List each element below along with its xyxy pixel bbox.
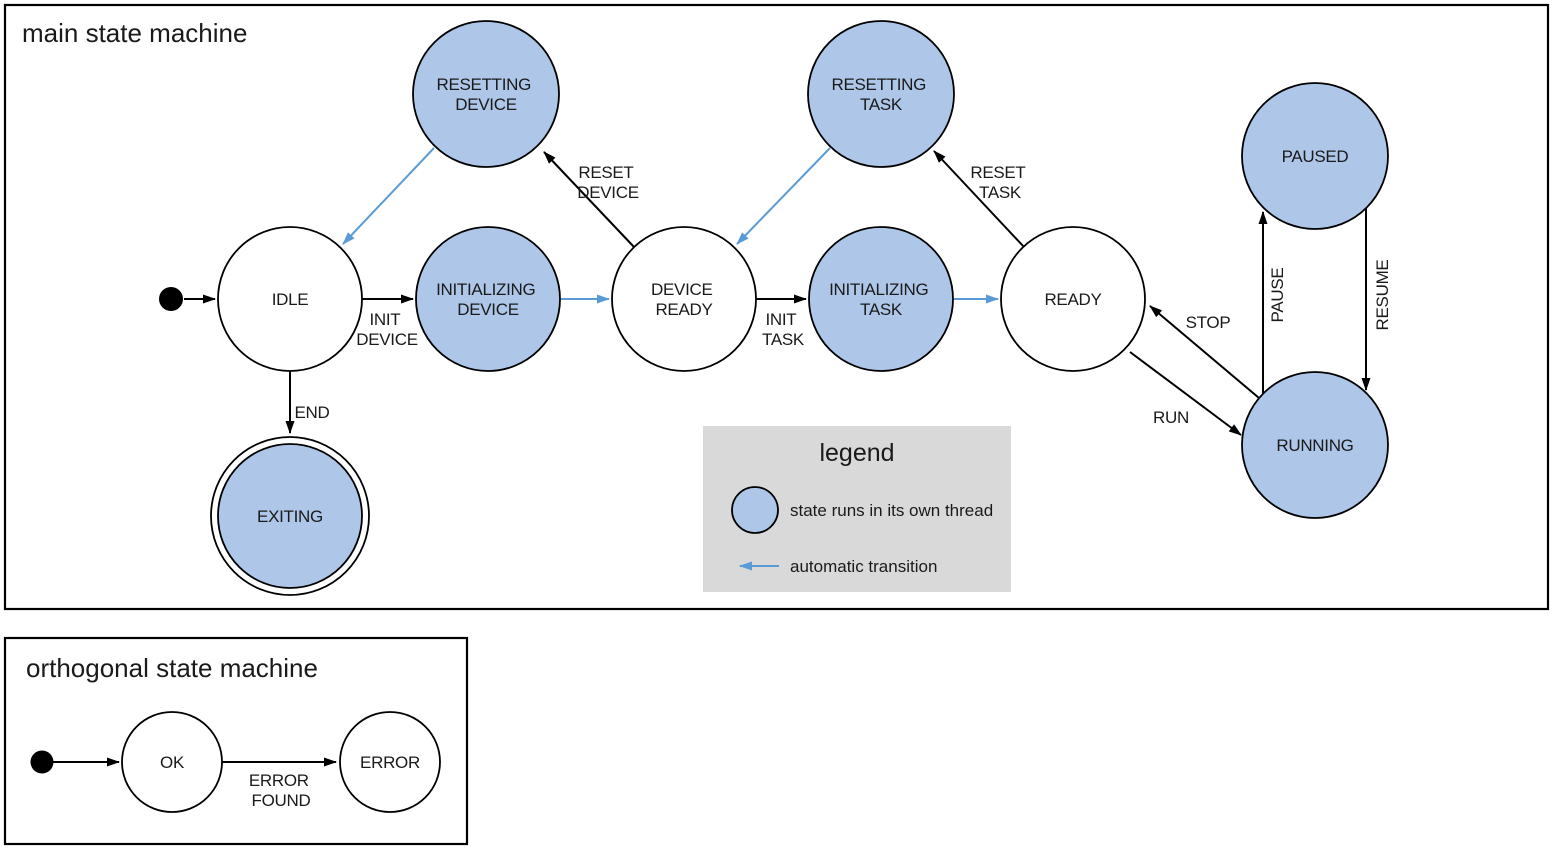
transition-label: RESUME xyxy=(1373,260,1392,331)
arrow-line xyxy=(933,150,1025,248)
transition-init-device: INIT DEVICE xyxy=(356,294,418,349)
state-label: IDLE xyxy=(272,290,309,309)
legend-threaded-label: state runs in its own thread xyxy=(790,501,993,520)
state-error: ERROR xyxy=(339,711,441,813)
transition-label: ERROR FOUND xyxy=(249,771,313,810)
initial-state-dot xyxy=(30,750,54,774)
transition-end: END xyxy=(285,371,330,434)
main-machine-frame xyxy=(3,3,1550,611)
arrow-line xyxy=(1149,305,1260,399)
state-label: READY xyxy=(1044,290,1101,309)
state-circle xyxy=(1241,371,1389,519)
state-initializing-task: INITIALIZING TASK xyxy=(808,226,954,372)
state-label: RUNNING xyxy=(1276,436,1353,455)
transition-error-found: ERROR FOUND xyxy=(222,757,337,810)
state-resetting-task: RESETTING TASK xyxy=(807,20,955,168)
arrow-line xyxy=(1129,351,1242,436)
orthogonal-machine-title: orthogonal state machine xyxy=(26,653,318,683)
state-label: OK xyxy=(160,753,185,772)
state-idle: IDLE xyxy=(217,226,363,372)
state-circle xyxy=(1000,226,1146,372)
transition-init-task: INIT TASK xyxy=(756,294,807,349)
transition-pause: PAUSE xyxy=(1258,211,1287,394)
state-circle xyxy=(217,443,363,589)
state-circle xyxy=(121,711,223,813)
state-label: INITIALIZING DEVICE xyxy=(436,280,540,319)
transition-label: STOP xyxy=(1186,313,1231,332)
transition-label: RESET DEVICE xyxy=(577,163,639,202)
state-label: EXITING xyxy=(257,507,323,526)
initial-state-dot xyxy=(159,287,183,311)
state-label: DEVICE READY xyxy=(651,280,717,319)
transition-resume: RESUME xyxy=(1361,208,1392,391)
state-circle xyxy=(412,20,560,168)
auto-arrow-line xyxy=(736,147,831,245)
state-circle xyxy=(415,226,561,372)
state-circle xyxy=(217,226,363,372)
transition-label: RESET TASK xyxy=(970,163,1029,202)
state-label: PAUSED xyxy=(1282,147,1349,166)
state-resetting-device: RESETTING DEVICE xyxy=(412,20,560,168)
state-label: ERROR xyxy=(360,753,420,772)
orthogonal-state-machine: orthogonal state machine ERROR FOUND OK … xyxy=(3,636,469,846)
transition-stop: STOP xyxy=(1149,305,1260,399)
orthogonal-machine-frame xyxy=(3,636,469,846)
state-label: RESETTING TASK xyxy=(831,75,930,114)
transition-label: INIT TASK xyxy=(762,310,805,349)
state-ok: OK xyxy=(121,711,223,813)
legend-panel: legend state runs in its own thread auto… xyxy=(703,426,1011,592)
state-circle xyxy=(611,226,757,372)
main-state-machine: main state machine INIT DEVICE INIT TASK xyxy=(3,3,1550,611)
state-circle xyxy=(339,711,441,813)
transition-auto-resettask-to-deviceready xyxy=(736,147,831,245)
state-device-ready: DEVICE READY xyxy=(611,226,757,372)
legend-auto-label: automatic transition xyxy=(790,557,937,576)
state-exiting-final: EXITING xyxy=(210,436,370,596)
state-label: INITIALIZING TASK xyxy=(829,280,933,319)
transition-label: RUN xyxy=(1153,408,1189,427)
state-circle xyxy=(808,226,954,372)
state-paused: PAUSED xyxy=(1241,82,1389,230)
legend-threaded-state-icon xyxy=(731,486,779,534)
state-circle xyxy=(1241,82,1389,230)
main-machine-title: main state machine xyxy=(22,18,247,48)
transition-label: END xyxy=(295,403,330,422)
arrow-line xyxy=(543,151,635,248)
state-running: RUNNING xyxy=(1241,371,1389,519)
state-initializing-device: INITIALIZING DEVICE xyxy=(415,226,561,372)
auto-arrow-line xyxy=(342,147,435,245)
transition-label: INIT DEVICE xyxy=(356,310,418,349)
transition-reset-task: RESET TASK xyxy=(933,150,1029,248)
transition-auto-resetdev-to-idle xyxy=(342,147,435,245)
transition-label: PAUSE xyxy=(1268,268,1287,323)
transition-run: RUN xyxy=(1129,351,1242,436)
transition-reset-device: RESET DEVICE xyxy=(543,151,639,248)
state-label: RESETTING DEVICE xyxy=(436,75,535,114)
state-circle xyxy=(807,20,955,168)
state-ready: READY xyxy=(1000,226,1146,372)
legend-title: legend xyxy=(819,439,894,467)
